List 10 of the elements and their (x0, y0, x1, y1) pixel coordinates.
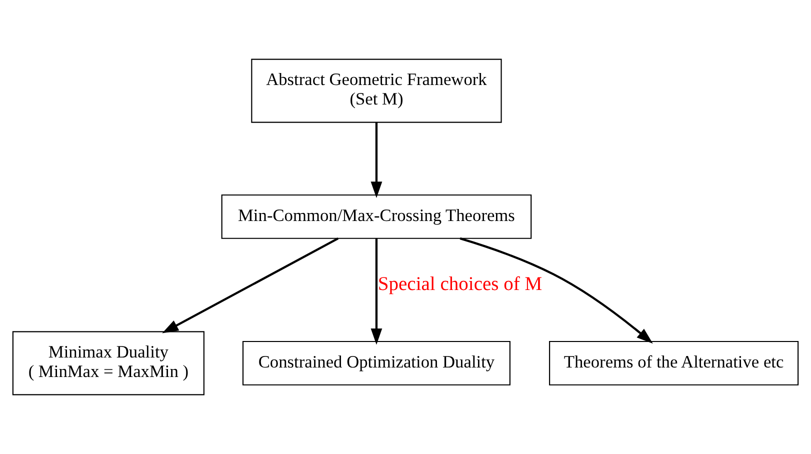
node-box: Minimax Duality ( MinMax = MaxMin ) (12, 331, 204, 396)
arrow (460, 237, 653, 344)
node-box: Constrained Optimization Duality (242, 340, 510, 386)
node-box: Theorems of the Alternative etc (549, 340, 799, 386)
edge-label: Special choices of M (378, 274, 542, 295)
arrow (370, 122, 382, 198)
arrow (370, 238, 382, 345)
node-box: Min-Common/Max-Crossing Theorems (221, 194, 532, 239)
arrow (162, 238, 339, 334)
node-box: Abstract Geometric Framework (Set M) (251, 58, 502, 123)
